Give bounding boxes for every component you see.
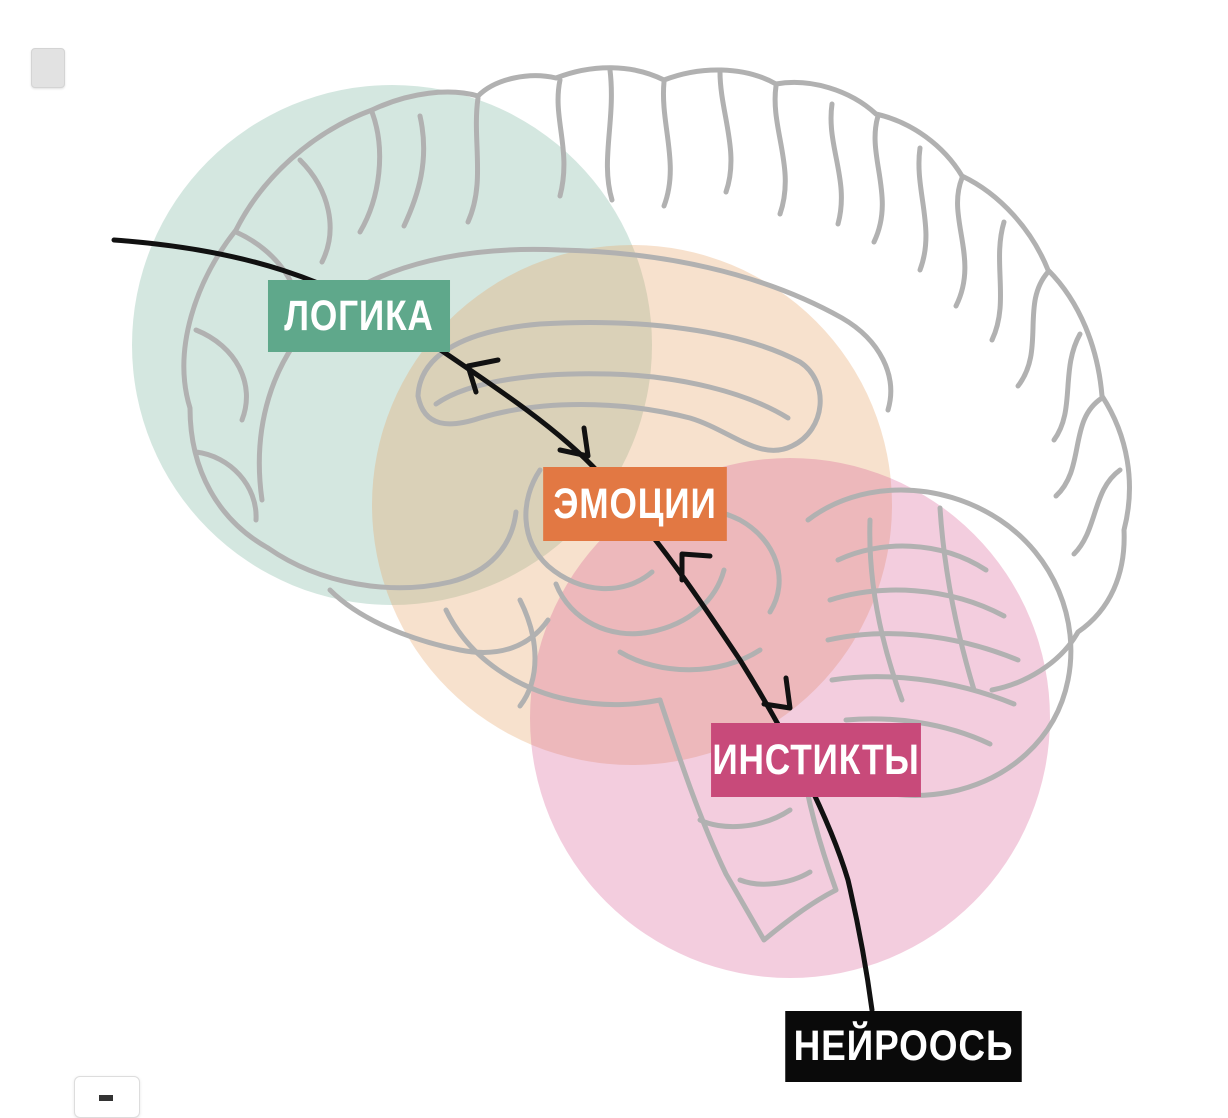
- logic-label-text: ЛОГИКА: [284, 291, 434, 340]
- arrowhead-up-1: [465, 357, 501, 395]
- tab-mark-icon: [99, 1095, 113, 1101]
- arrowhead-down-2: [761, 675, 793, 711]
- emotions-label: ЭМОЦИИ: [543, 467, 727, 541]
- bottom-tab-widget[interactable]: [74, 1076, 140, 1118]
- arrowhead-down-1: [557, 425, 591, 459]
- instincts-label: ИНСТИКТЫ: [711, 723, 921, 797]
- emotions-label-text: ЭМОЦИИ: [553, 479, 717, 528]
- corner-square-widget[interactable]: [31, 48, 65, 88]
- neuro-axis-label-text: НЕЙРООСЬ: [793, 1022, 1014, 1070]
- instincts-zone: [530, 458, 1050, 978]
- instincts-label-text: ИНСТИКТЫ: [712, 735, 920, 784]
- neuro-axis-label: НЕЙРООСЬ: [785, 1011, 1022, 1082]
- logic-label: ЛОГИКА: [267, 280, 451, 352]
- arrowhead-up-2: [679, 551, 713, 583]
